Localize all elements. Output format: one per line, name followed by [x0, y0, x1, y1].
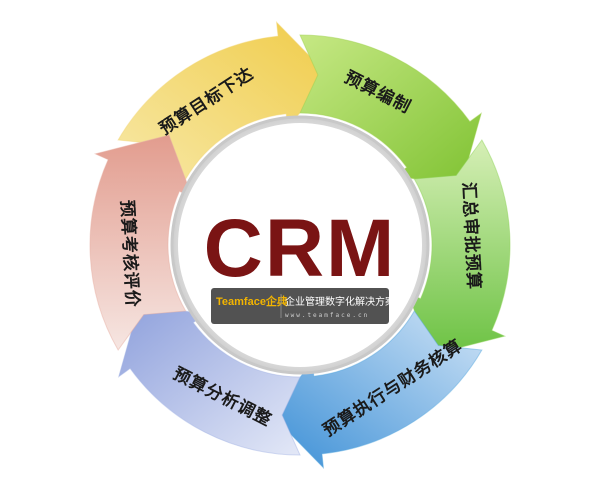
cycle-arrow-analyze [117, 302, 301, 456]
brand-banner: Teamface企典 企业管理数字化解决方案 www.teamface.cn [211, 288, 395, 324]
cycle-arrows [89, 20, 511, 470]
cycle-arrow-evaluate [89, 134, 194, 351]
brand-slogan: 企业管理数字化解决方案 [285, 295, 395, 308]
cycle-arrow-execute [269, 310, 483, 470]
cycle-arrow-approve [406, 139, 511, 356]
brand-name: Teamface企典 [216, 294, 288, 308]
crm-title: CRM [204, 203, 397, 294]
cycle-arrow-compile [299, 34, 483, 188]
brand-banner-background [211, 288, 389, 324]
brand-url: www.teamface.cn [285, 312, 369, 319]
